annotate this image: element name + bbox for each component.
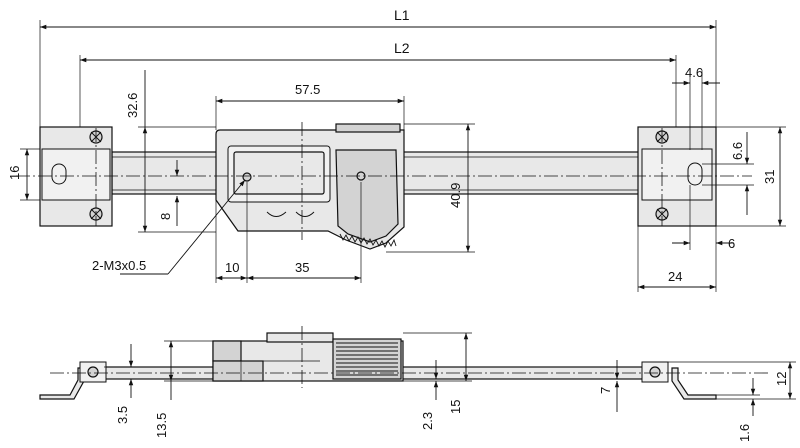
dim-6: 6: [728, 236, 735, 251]
dim-57-5: 57.5: [295, 82, 320, 97]
side-view: 3.5 13.5 2.3 15 7 12 1.6: [39, 326, 796, 442]
left-mount-slot: [51, 163, 67, 185]
dim-32-6: 32.6: [125, 93, 140, 118]
dim-8: 8: [158, 213, 173, 220]
dim-l1: L1: [394, 7, 410, 23]
mount-hole: [242, 172, 252, 182]
dim-13-5: 13.5: [154, 413, 169, 438]
display-head: [215, 123, 405, 250]
dim-3-5: 3.5: [115, 406, 130, 424]
dim-12: 12: [774, 372, 789, 386]
right-bracket: [637, 126, 717, 227]
dim-7: 7: [598, 387, 613, 394]
dim-35: 35: [295, 260, 309, 275]
dim-24: 24: [668, 269, 682, 284]
dim-2-3: 2.3: [420, 412, 435, 430]
dim-4-6: 4.6: [685, 65, 703, 80]
dim-6-6: 6.6: [730, 142, 745, 160]
dim-1-6: 1.6: [737, 424, 752, 442]
front-view: L1 L2 4.6 32.6 57.5 16 8: [7, 7, 786, 292]
dim-l2: L2: [394, 40, 410, 56]
label-thread: 2-M3x0.5: [92, 258, 146, 273]
dim-10: 10: [225, 260, 239, 275]
right-mount-slot: [687, 162, 703, 186]
dim-16: 16: [7, 166, 22, 180]
dim-40-9: 40.9: [448, 183, 463, 208]
dim-31: 31: [762, 170, 777, 184]
knurl: [339, 233, 397, 249]
dim-15: 15: [448, 400, 463, 414]
left-bracket: [39, 126, 113, 227]
